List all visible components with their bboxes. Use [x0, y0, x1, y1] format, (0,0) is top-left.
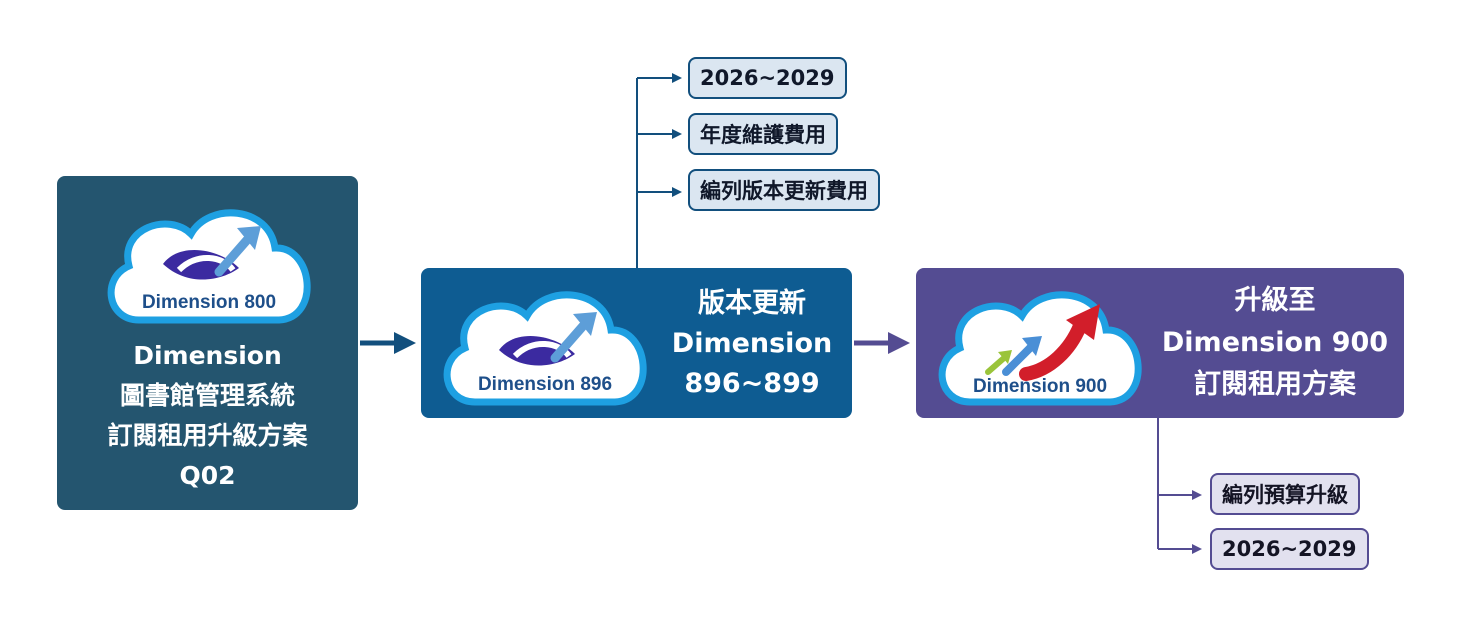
logo-label-800: Dimension 800	[142, 292, 276, 313]
dimension-896-box: Dimension 896 版本更新 Dimension 896~899	[421, 268, 852, 418]
caption-line-1: 版本更新	[698, 288, 806, 319]
cloud-logo-896: Dimension 896	[443, 291, 647, 406]
caption-line-4: Q02	[179, 461, 236, 490]
logo-label-896: Dimension 896	[478, 374, 612, 395]
caption-line-2: Dimension 900	[1161, 327, 1389, 358]
caption-line-1: Dimension	[133, 341, 282, 370]
caption-line-3: 896~899	[684, 368, 820, 399]
logo-label-900: Dimension 900	[973, 376, 1107, 397]
tag-upgrade-budget: 編列預算升級	[1210, 473, 1360, 515]
caption-line-2: Dimension	[671, 328, 833, 359]
arrow-left-to-middle-head	[394, 332, 416, 354]
left-box-caption: Dimension 圖書館管理系統 訂閱租用升級方案 Q02	[57, 336, 358, 496]
tag-version-update-budget: 編列版本更新費用	[688, 169, 880, 211]
arrow-middle-to-right-head	[888, 332, 910, 354]
tag-maintenance-period: 2026~2029	[688, 57, 847, 99]
caption-line-3: 訂閱租用升級方案	[107, 421, 308, 450]
caption-line-2: 圖書館管理系統	[119, 381, 295, 410]
caption-line-1: 升級至	[1234, 285, 1316, 316]
right-box-caption: 升級至 Dimension 900 訂閱租用方案	[1146, 280, 1404, 406]
cloud-logo-900: Dimension 900	[938, 291, 1142, 406]
tag-subscription-period: 2026~2029	[1210, 528, 1369, 570]
caption-line-3: 訂閱租用方案	[1194, 369, 1356, 400]
middle-box-caption: 版本更新 Dimension 896~899	[657, 284, 847, 404]
cloud-logo-800: Dimension 800	[107, 209, 311, 324]
dimension-900-box: Dimension 900 升級至 Dimension 900 訂閱租用方案	[916, 268, 1404, 418]
tag-annual-maintenance-fee: 年度維護費用	[688, 113, 838, 155]
dimension-800-box: Dimension 800 Dimension 圖書館管理系統 訂閱租用升級方案…	[57, 176, 358, 510]
